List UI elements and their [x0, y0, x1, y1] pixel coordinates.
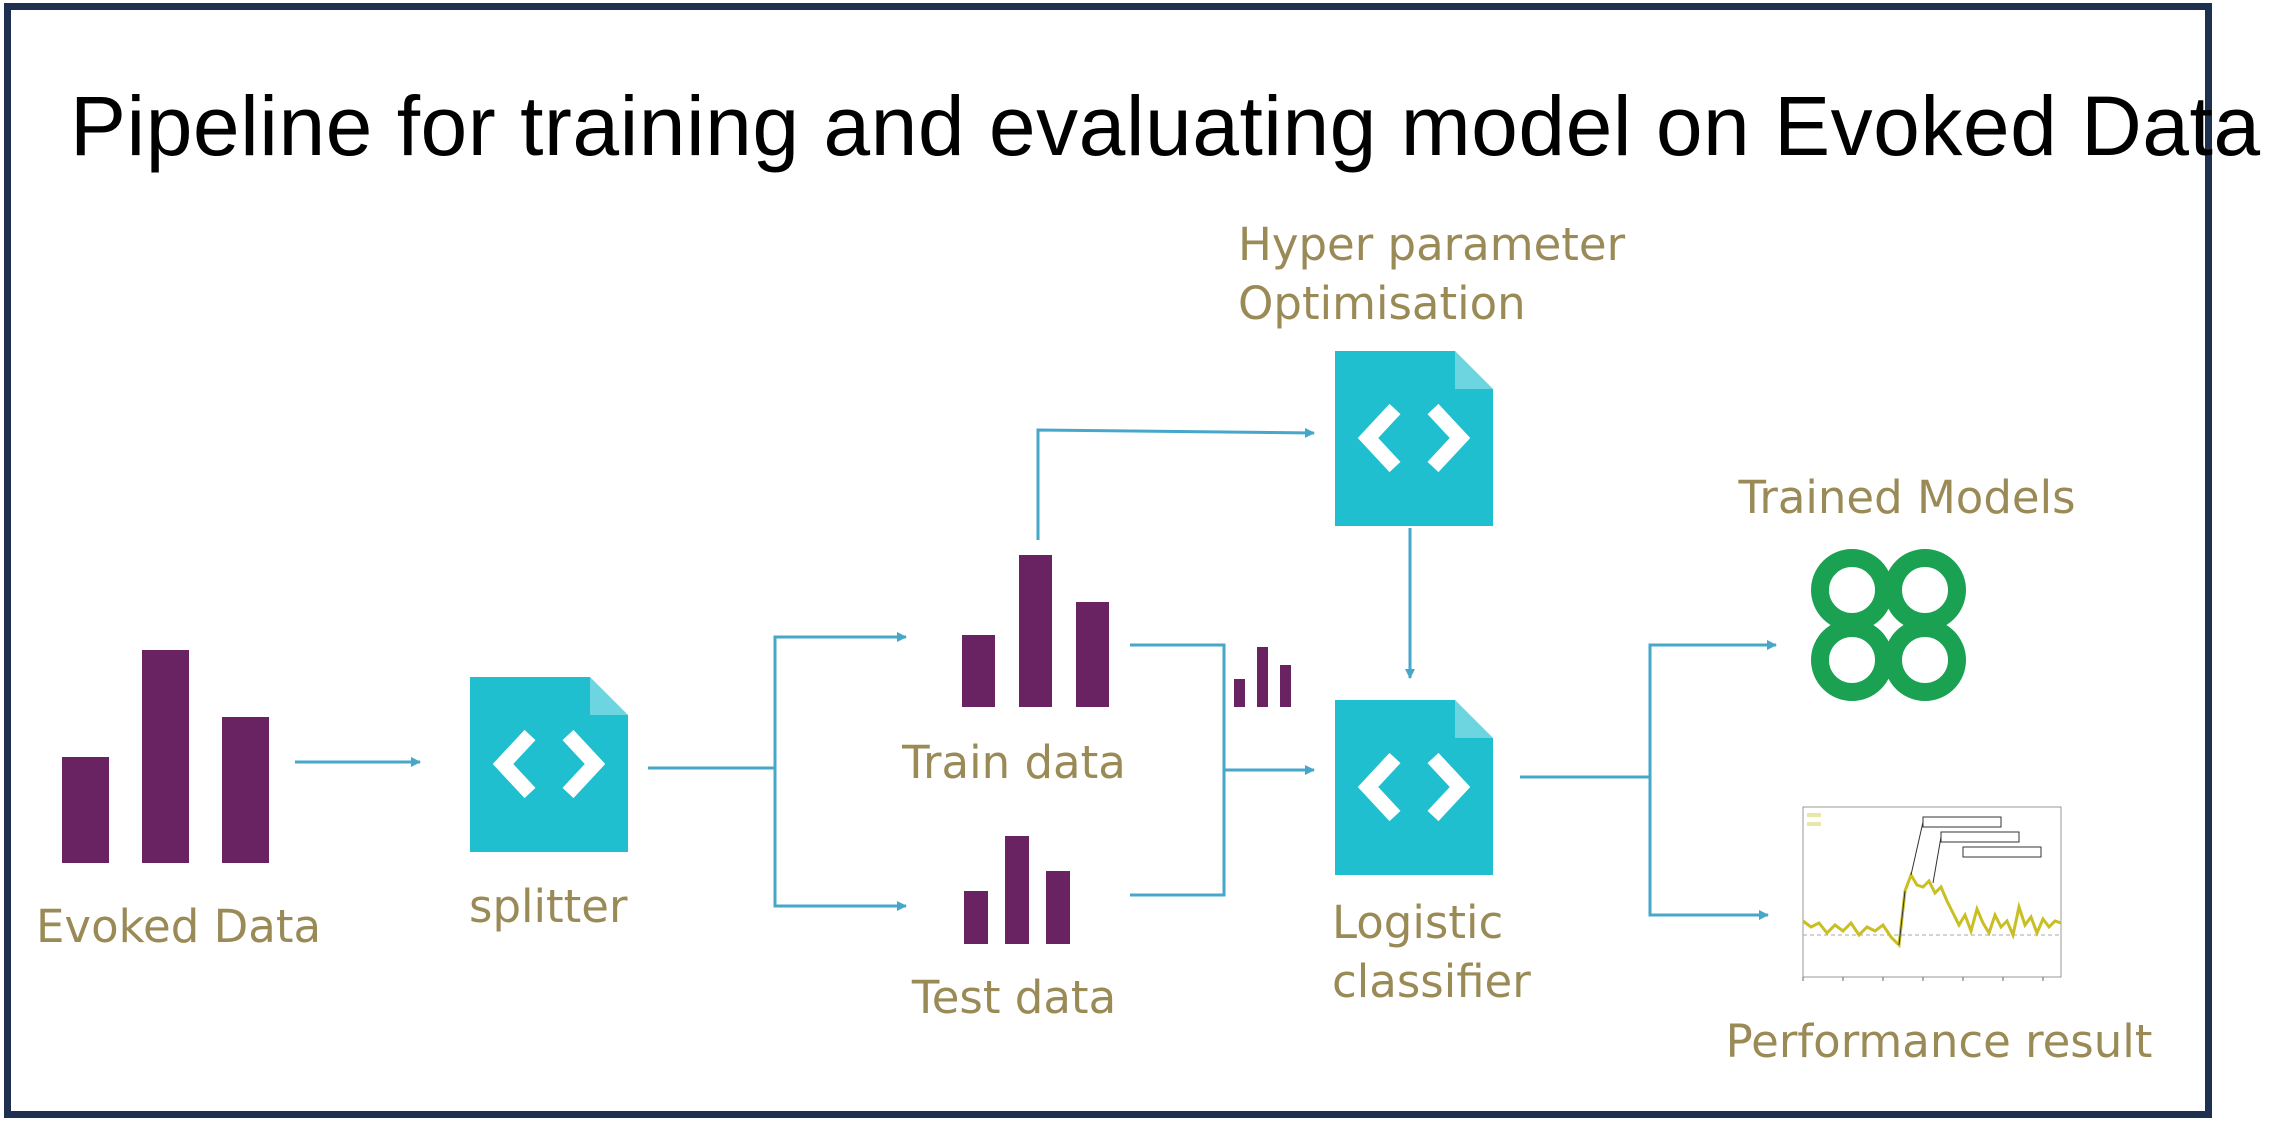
connector-arrows	[295, 427, 1777, 920]
classifier-code-file-icon	[1335, 700, 1493, 875]
bar	[1280, 665, 1291, 707]
bar	[962, 635, 995, 707]
evoked-data-bar-chart-icon	[62, 650, 269, 863]
slide-title: Pipeline for training and evaluating mod…	[70, 79, 2261, 173]
hyper-parameter-label-line2: Optimisation	[1238, 277, 1526, 331]
evoked-data-label: Evoked Data	[36, 900, 322, 953]
performance-result-label: Performance result	[1725, 1015, 2153, 1068]
arrow-splitter-to-train	[648, 632, 907, 770]
logistic-classifier-label: Logistic classifier	[1332, 893, 1531, 1012]
test-data-bar-chart-icon	[964, 836, 1070, 944]
arrow-to-trained-models	[1648, 640, 1777, 777]
trained-models-label: Trained Models	[1738, 471, 2076, 524]
performance-plot-thumbnail	[1783, 795, 2067, 999]
arrow-train-to-hyper	[1036, 427, 1315, 540]
bar	[1046, 871, 1070, 944]
test-data-label: Test data	[911, 971, 1117, 1024]
hyper-parameter-code-file-icon	[1335, 351, 1493, 526]
bar	[142, 650, 189, 863]
bar	[1076, 602, 1109, 707]
bar	[964, 891, 988, 944]
merge-bracket	[1130, 643, 1226, 897]
logistic-classifier-label-line1: Logistic	[1332, 896, 1504, 949]
logistic-classifier-label-line2: classifier	[1332, 955, 1531, 1009]
hyper-parameter-label: Hyper parameter Optimisation	[1238, 215, 1625, 334]
arrow-splitter-to-test	[773, 768, 907, 911]
mini-bar-chart-icon	[1234, 647, 1291, 707]
splitter-label: splitter	[469, 880, 628, 933]
bar	[62, 757, 109, 863]
train-data-label: Train data	[902, 736, 1126, 789]
train-data-bar-chart-icon	[962, 555, 1109, 707]
trained-models-rings-icon	[1820, 558, 1957, 692]
bar	[1234, 679, 1245, 707]
bar	[1257, 647, 1268, 707]
bar	[222, 717, 269, 863]
bar	[1005, 836, 1029, 944]
slide-border	[4, 3, 2212, 1118]
hyper-parameter-label-line1: Hyper parameter	[1238, 218, 1626, 271]
arrow-to-performance	[1648, 777, 1769, 920]
bar	[1019, 555, 1052, 707]
splitter-code-file-icon	[470, 677, 628, 852]
